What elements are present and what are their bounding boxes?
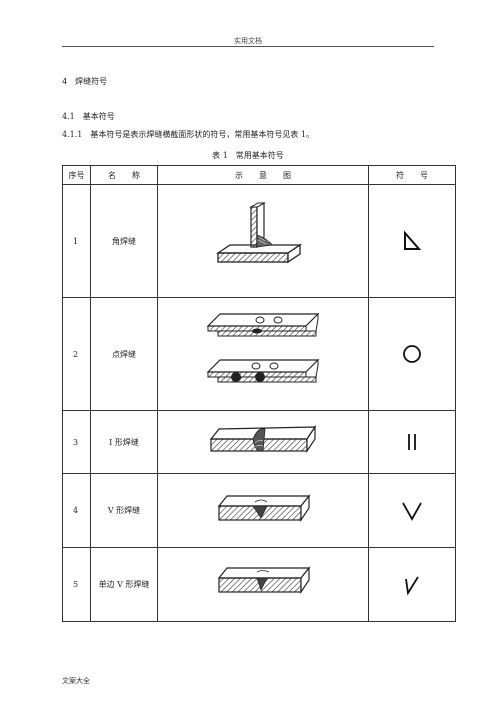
table-row: 5 单边 V 形焊缝 bbox=[62, 547, 456, 622]
row-name: V 形焊缝 bbox=[90, 473, 158, 548]
section-title: 4 焊缝符号 bbox=[62, 77, 108, 86]
single-bevel-symbol-icon bbox=[405, 576, 419, 596]
bevel-groove-weld-diagram bbox=[217, 565, 311, 594]
row-no: 5 bbox=[62, 547, 91, 622]
double-bar-symbol-icon bbox=[408, 434, 416, 450]
header-name: 名 称 bbox=[90, 165, 158, 185]
page-header: 实用文档 bbox=[234, 37, 262, 45]
row-name: 点焊缝 bbox=[90, 297, 158, 411]
row-name: 单边 V 形焊缝 bbox=[90, 547, 158, 622]
header-diagram: 示 意 图 bbox=[157, 165, 369, 185]
table-caption: 表 1 常用基本符号 bbox=[212, 151, 284, 160]
page-footer: 文案大全 bbox=[62, 677, 90, 685]
basic-symbols-table: 序号 名 称 示 意 图 符 号 1 角焊缝 bbox=[62, 165, 456, 622]
row-no: 4 bbox=[62, 473, 91, 548]
table-row: 2 点焊缝 bbox=[62, 297, 456, 411]
circle-symbol-icon bbox=[403, 345, 421, 363]
fillet-weld-diagram bbox=[215, 201, 303, 264]
triangle-symbol-icon bbox=[404, 230, 422, 250]
row-no: 2 bbox=[62, 297, 91, 411]
v-symbol-icon bbox=[402, 502, 422, 521]
row-no: 1 bbox=[62, 184, 91, 298]
table-row: 1 角焊缝 bbox=[62, 184, 456, 298]
spot-weld-diagram bbox=[206, 312, 320, 383]
i-groove-weld-diagram bbox=[209, 425, 317, 453]
table-row: 4 V 形焊缝 bbox=[62, 473, 456, 548]
body-paragraph: 4.1.1 基本符号是表示焊缝横截面形状的符号，常用基本符号见表 1。 bbox=[62, 130, 314, 139]
row-name: 角焊缝 bbox=[90, 184, 158, 298]
header-rule bbox=[62, 46, 434, 47]
subsection-title: 4.1 基本符号 bbox=[62, 112, 115, 121]
table-row: 3 I 形焊缝 bbox=[62, 410, 456, 474]
v-groove-weld-diagram bbox=[217, 493, 311, 522]
row-name: I 形焊缝 bbox=[90, 410, 158, 474]
header-no: 序号 bbox=[62, 165, 91, 185]
header-symbol: 符 号 bbox=[368, 165, 456, 185]
table-header-row: 序号 名 称 示 意 图 符 号 bbox=[62, 165, 456, 185]
row-no: 3 bbox=[62, 410, 91, 474]
